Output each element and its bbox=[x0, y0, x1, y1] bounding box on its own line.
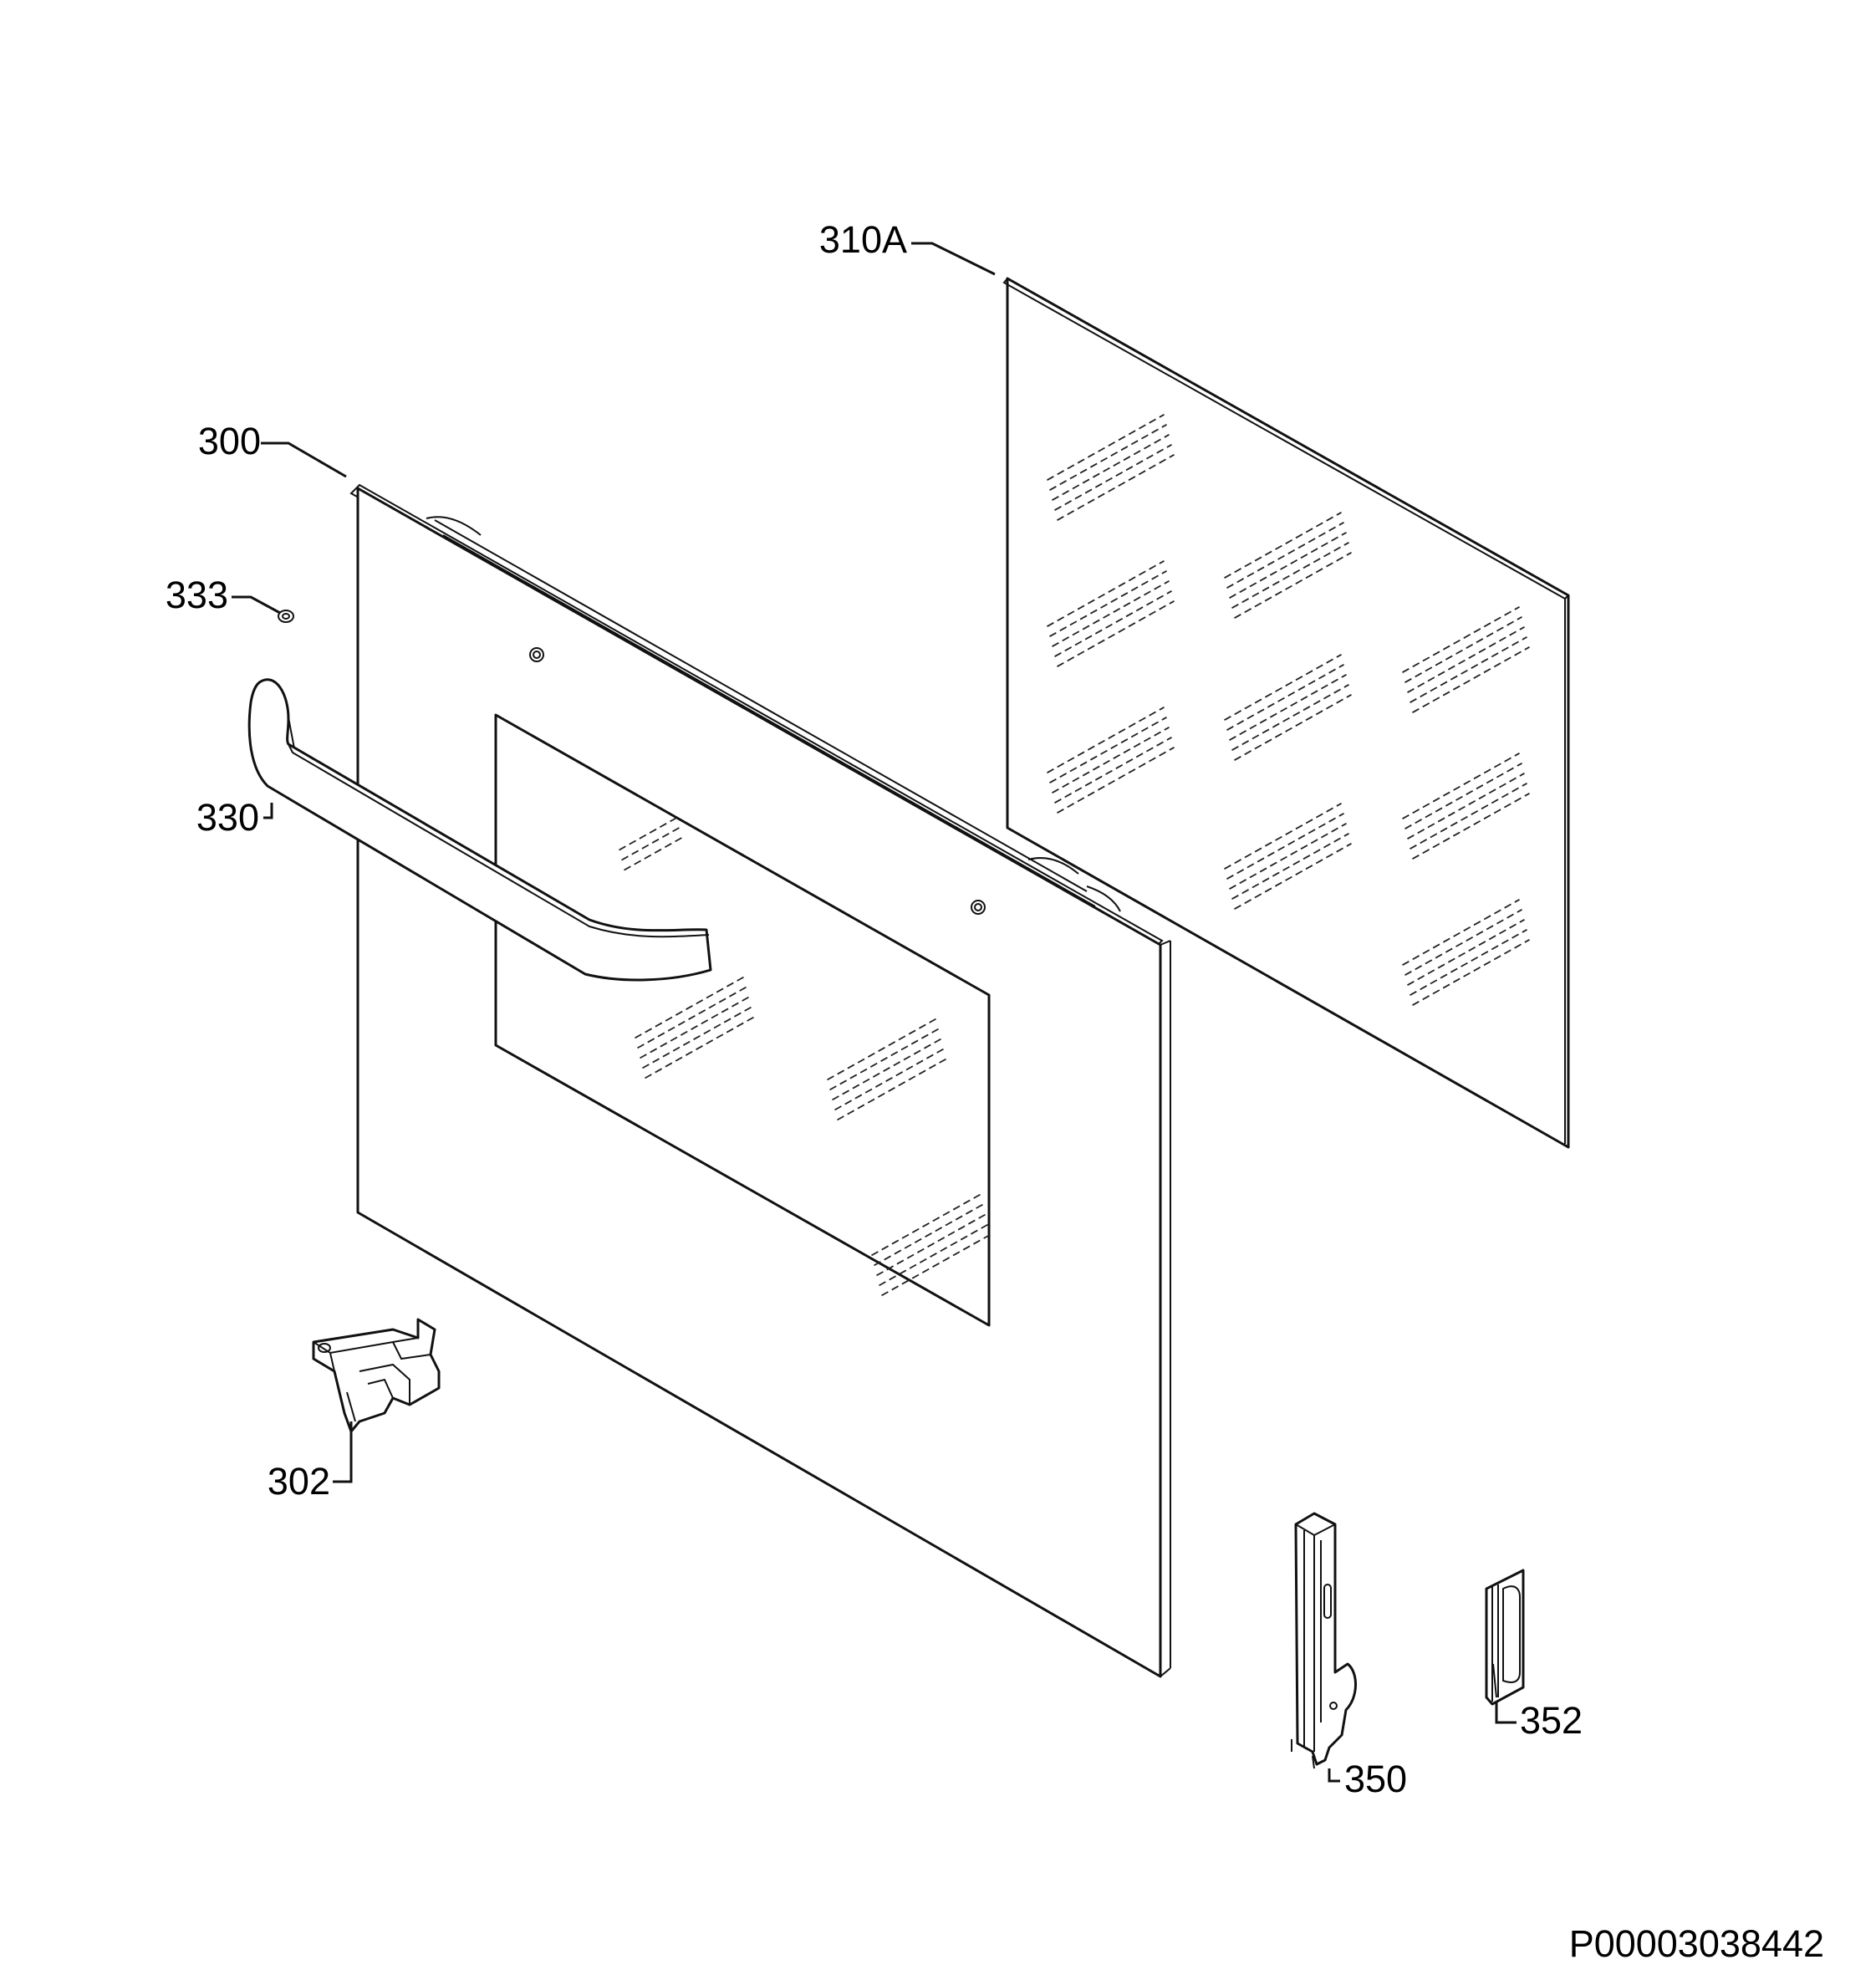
reflection-stroke bbox=[1412, 646, 1530, 713]
reflection-stroke bbox=[1407, 773, 1525, 840]
reflection-stroke bbox=[640, 996, 749, 1059]
reflection-stroke bbox=[1226, 664, 1344, 731]
callout-330: 330 bbox=[196, 796, 259, 839]
reflection-stroke bbox=[1402, 899, 1520, 966]
callout-350: 350 bbox=[1344, 1758, 1407, 1800]
inner-glass-panel-310a[interactable] bbox=[1002, 277, 1570, 1149]
reflection-stroke bbox=[1234, 843, 1352, 910]
reflection-stroke bbox=[1054, 590, 1172, 657]
door-handle-330[interactable] bbox=[247, 678, 712, 982]
reflection-stroke bbox=[1047, 414, 1165, 481]
reflection-stroke bbox=[1049, 717, 1167, 783]
callout-300: 300 bbox=[198, 420, 261, 462]
reflection-stroke bbox=[1229, 674, 1347, 741]
reflection-stroke bbox=[1226, 522, 1344, 589]
hinge-cover-352[interactable] bbox=[1485, 1569, 1525, 1706]
callout-302: 302 bbox=[268, 1460, 330, 1503]
callout-352: 352 bbox=[1520, 1699, 1583, 1742]
reflection-stroke bbox=[1224, 512, 1342, 579]
reflection-stroke bbox=[645, 1016, 754, 1079]
mounting-hole-left bbox=[529, 647, 544, 662]
callout-310a: 310A bbox=[819, 218, 907, 261]
reflection-stroke bbox=[635, 976, 744, 1039]
reflection-stroke bbox=[1052, 727, 1170, 794]
reflection-stroke bbox=[1412, 793, 1530, 860]
reflection-stroke bbox=[1234, 694, 1352, 761]
glass-reflection-marks bbox=[1047, 414, 1530, 1006]
reflection-stroke bbox=[1407, 626, 1525, 693]
screw-333[interactable] bbox=[278, 610, 294, 623]
reflection-stroke bbox=[1410, 636, 1527, 703]
reflection-stroke bbox=[829, 1028, 939, 1091]
reflection-stroke bbox=[834, 1048, 944, 1111]
reflection-stroke bbox=[1407, 919, 1525, 986]
reflection-stroke bbox=[832, 1038, 941, 1101]
reflection-stroke bbox=[637, 986, 747, 1049]
reflection-stroke bbox=[874, 1203, 983, 1267]
window-reflection-marks bbox=[619, 816, 991, 1297]
reflection-stroke bbox=[1229, 532, 1347, 599]
hinge-350[interactable] bbox=[1291, 1512, 1357, 1769]
reflection-stroke bbox=[1224, 803, 1342, 870]
reflection-stroke bbox=[1410, 929, 1527, 996]
reflection-stroke bbox=[1047, 707, 1165, 773]
reflection-stroke bbox=[1054, 737, 1172, 804]
reflection-stroke bbox=[1404, 763, 1522, 829]
door-catch-bracket-302[interactable] bbox=[312, 1318, 441, 1433]
reflection-stroke bbox=[1229, 823, 1347, 890]
drawing-code: P00003038442 bbox=[1569, 1922, 1824, 1965]
reflection-stroke bbox=[1412, 939, 1530, 1006]
reflection-stroke bbox=[1054, 444, 1172, 511]
reflection-stroke bbox=[1410, 783, 1527, 850]
reflection-stroke bbox=[1234, 552, 1352, 619]
reflection-stroke bbox=[642, 1006, 752, 1069]
reflection-stroke bbox=[1404, 616, 1522, 683]
reflection-stroke bbox=[1402, 606, 1520, 673]
reflection-stroke bbox=[1057, 454, 1175, 521]
reflection-stroke bbox=[871, 1193, 981, 1257]
reflection-stroke bbox=[1052, 434, 1170, 501]
mounting-hole-right bbox=[971, 900, 986, 915]
reflection-stroke bbox=[1404, 909, 1522, 976]
reflection-stroke bbox=[1057, 600, 1175, 667]
reflection-stroke bbox=[1047, 560, 1165, 627]
reflection-stroke bbox=[837, 1058, 946, 1121]
reflection-stroke bbox=[1052, 580, 1170, 647]
reflection-stroke bbox=[1224, 654, 1342, 721]
leader-lines bbox=[232, 242, 1517, 1783]
reflection-stroke bbox=[827, 1018, 936, 1081]
reflection-stroke bbox=[1231, 833, 1349, 900]
reflection-stroke bbox=[1226, 813, 1344, 880]
reflection-stroke bbox=[1231, 684, 1349, 751]
reflection-stroke bbox=[1049, 424, 1167, 491]
reflection-stroke bbox=[881, 1233, 991, 1297]
callout-333: 333 bbox=[166, 574, 228, 616]
reflection-stroke bbox=[1049, 570, 1167, 637]
reflection-stroke bbox=[1402, 753, 1520, 819]
reflection-stroke bbox=[876, 1213, 986, 1277]
outer-door-panel-300[interactable] bbox=[349, 483, 1171, 1678]
reflection-stroke bbox=[1231, 542, 1349, 609]
reflection-stroke bbox=[1057, 747, 1175, 814]
reflection-stroke bbox=[879, 1223, 988, 1287]
